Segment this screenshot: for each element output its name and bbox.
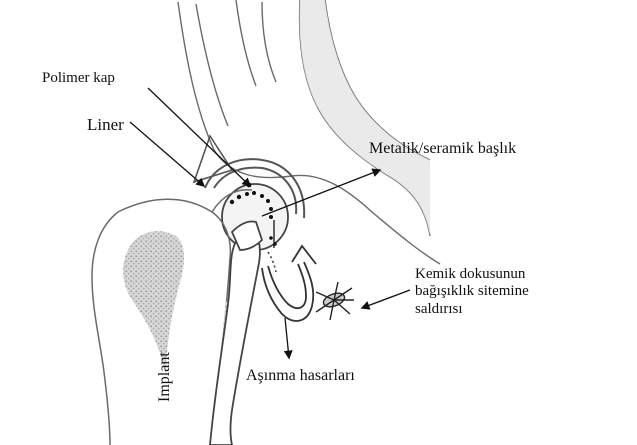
label-liner: Liner bbox=[87, 115, 124, 135]
label-kemik-line-3: saldırısı bbox=[415, 301, 529, 318]
label-kemik-line-1: Kemik dokusunun bbox=[415, 266, 529, 283]
wear-migration-arrow bbox=[262, 246, 316, 321]
label-polimer-kap: Polimer kap bbox=[42, 70, 115, 87]
immune-attack-burst bbox=[316, 282, 354, 320]
label-implant: Implant bbox=[156, 352, 174, 402]
leader-asinma bbox=[285, 318, 289, 358]
implant-stem bbox=[210, 221, 262, 445]
femur-marrow-shading bbox=[123, 231, 184, 376]
label-kemik-dokusu: Kemik dokusunun bağışıklık sitemine sald… bbox=[415, 266, 529, 318]
label-metalik-seramik-baslik: Metalik/seramik başlık bbox=[369, 140, 516, 158]
pelvis-cortex-shading bbox=[300, 0, 430, 236]
label-asinma-hasarlari: Aşınma hasarları bbox=[246, 367, 355, 385]
leader-polimer-kap bbox=[148, 88, 250, 186]
label-kemik-line-2: bağışıklık sitemine bbox=[415, 283, 529, 300]
leader-kemik bbox=[362, 290, 410, 308]
